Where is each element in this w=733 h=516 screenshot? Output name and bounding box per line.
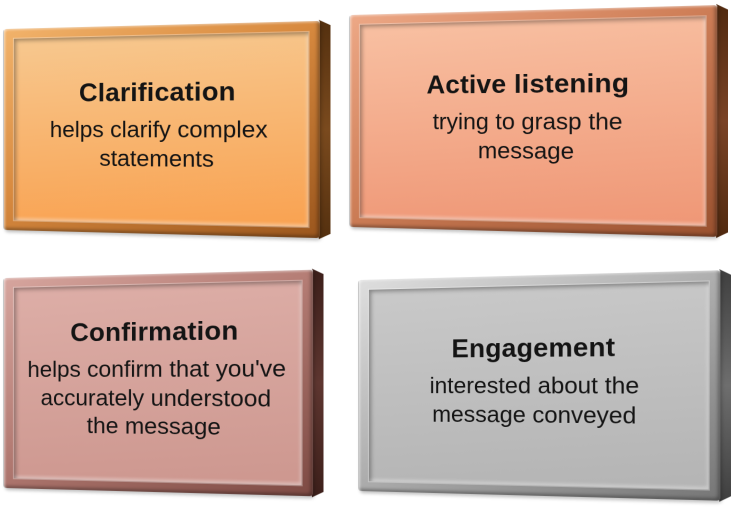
plaque-frame: Engagement interested about the message … — [359, 270, 721, 501]
card-title: Clarification — [78, 77, 236, 108]
plaque-side-face — [319, 20, 331, 240]
card-description: interested about the message conveyed — [429, 372, 640, 429]
plaque-side-face — [312, 268, 324, 497]
plaque-side-face — [719, 269, 731, 502]
plaque-side-face — [716, 4, 728, 239]
plaque-frame: Confirmation helps confirm that you've a… — [4, 269, 314, 497]
card-title: Active listening — [426, 68, 630, 100]
card-engagement: Engagement interested about the message … — [359, 270, 720, 500]
plaque-frame: Clarification helps clarify complex stat… — [4, 20, 320, 239]
card-description: helps confirm that you've accurately und… — [27, 354, 286, 441]
card-description: helps clarify complex statements — [49, 116, 268, 173]
card-clarification: Clarification helps clarify complex stat… — [4, 21, 320, 238]
plaque-face: Active listening trying to grasp the mes… — [359, 16, 706, 226]
plaque-face: Confirmation helps confirm that you've a… — [13, 280, 302, 486]
plaque-frame: Active listening trying to grasp the mes… — [350, 5, 718, 237]
card-title: Engagement — [451, 332, 616, 364]
plaque-face: Engagement interested about the message … — [368, 281, 709, 490]
plaque-face: Clarification helps clarify complex stat… — [13, 31, 309, 228]
card-description: trying to grasp the message — [432, 107, 623, 164]
card-confirmation: Confirmation helps confirm that you've a… — [4, 270, 313, 497]
card-title: Confirmation — [70, 315, 239, 347]
card-active-listening: Active listening trying to grasp the mes… — [350, 5, 717, 237]
